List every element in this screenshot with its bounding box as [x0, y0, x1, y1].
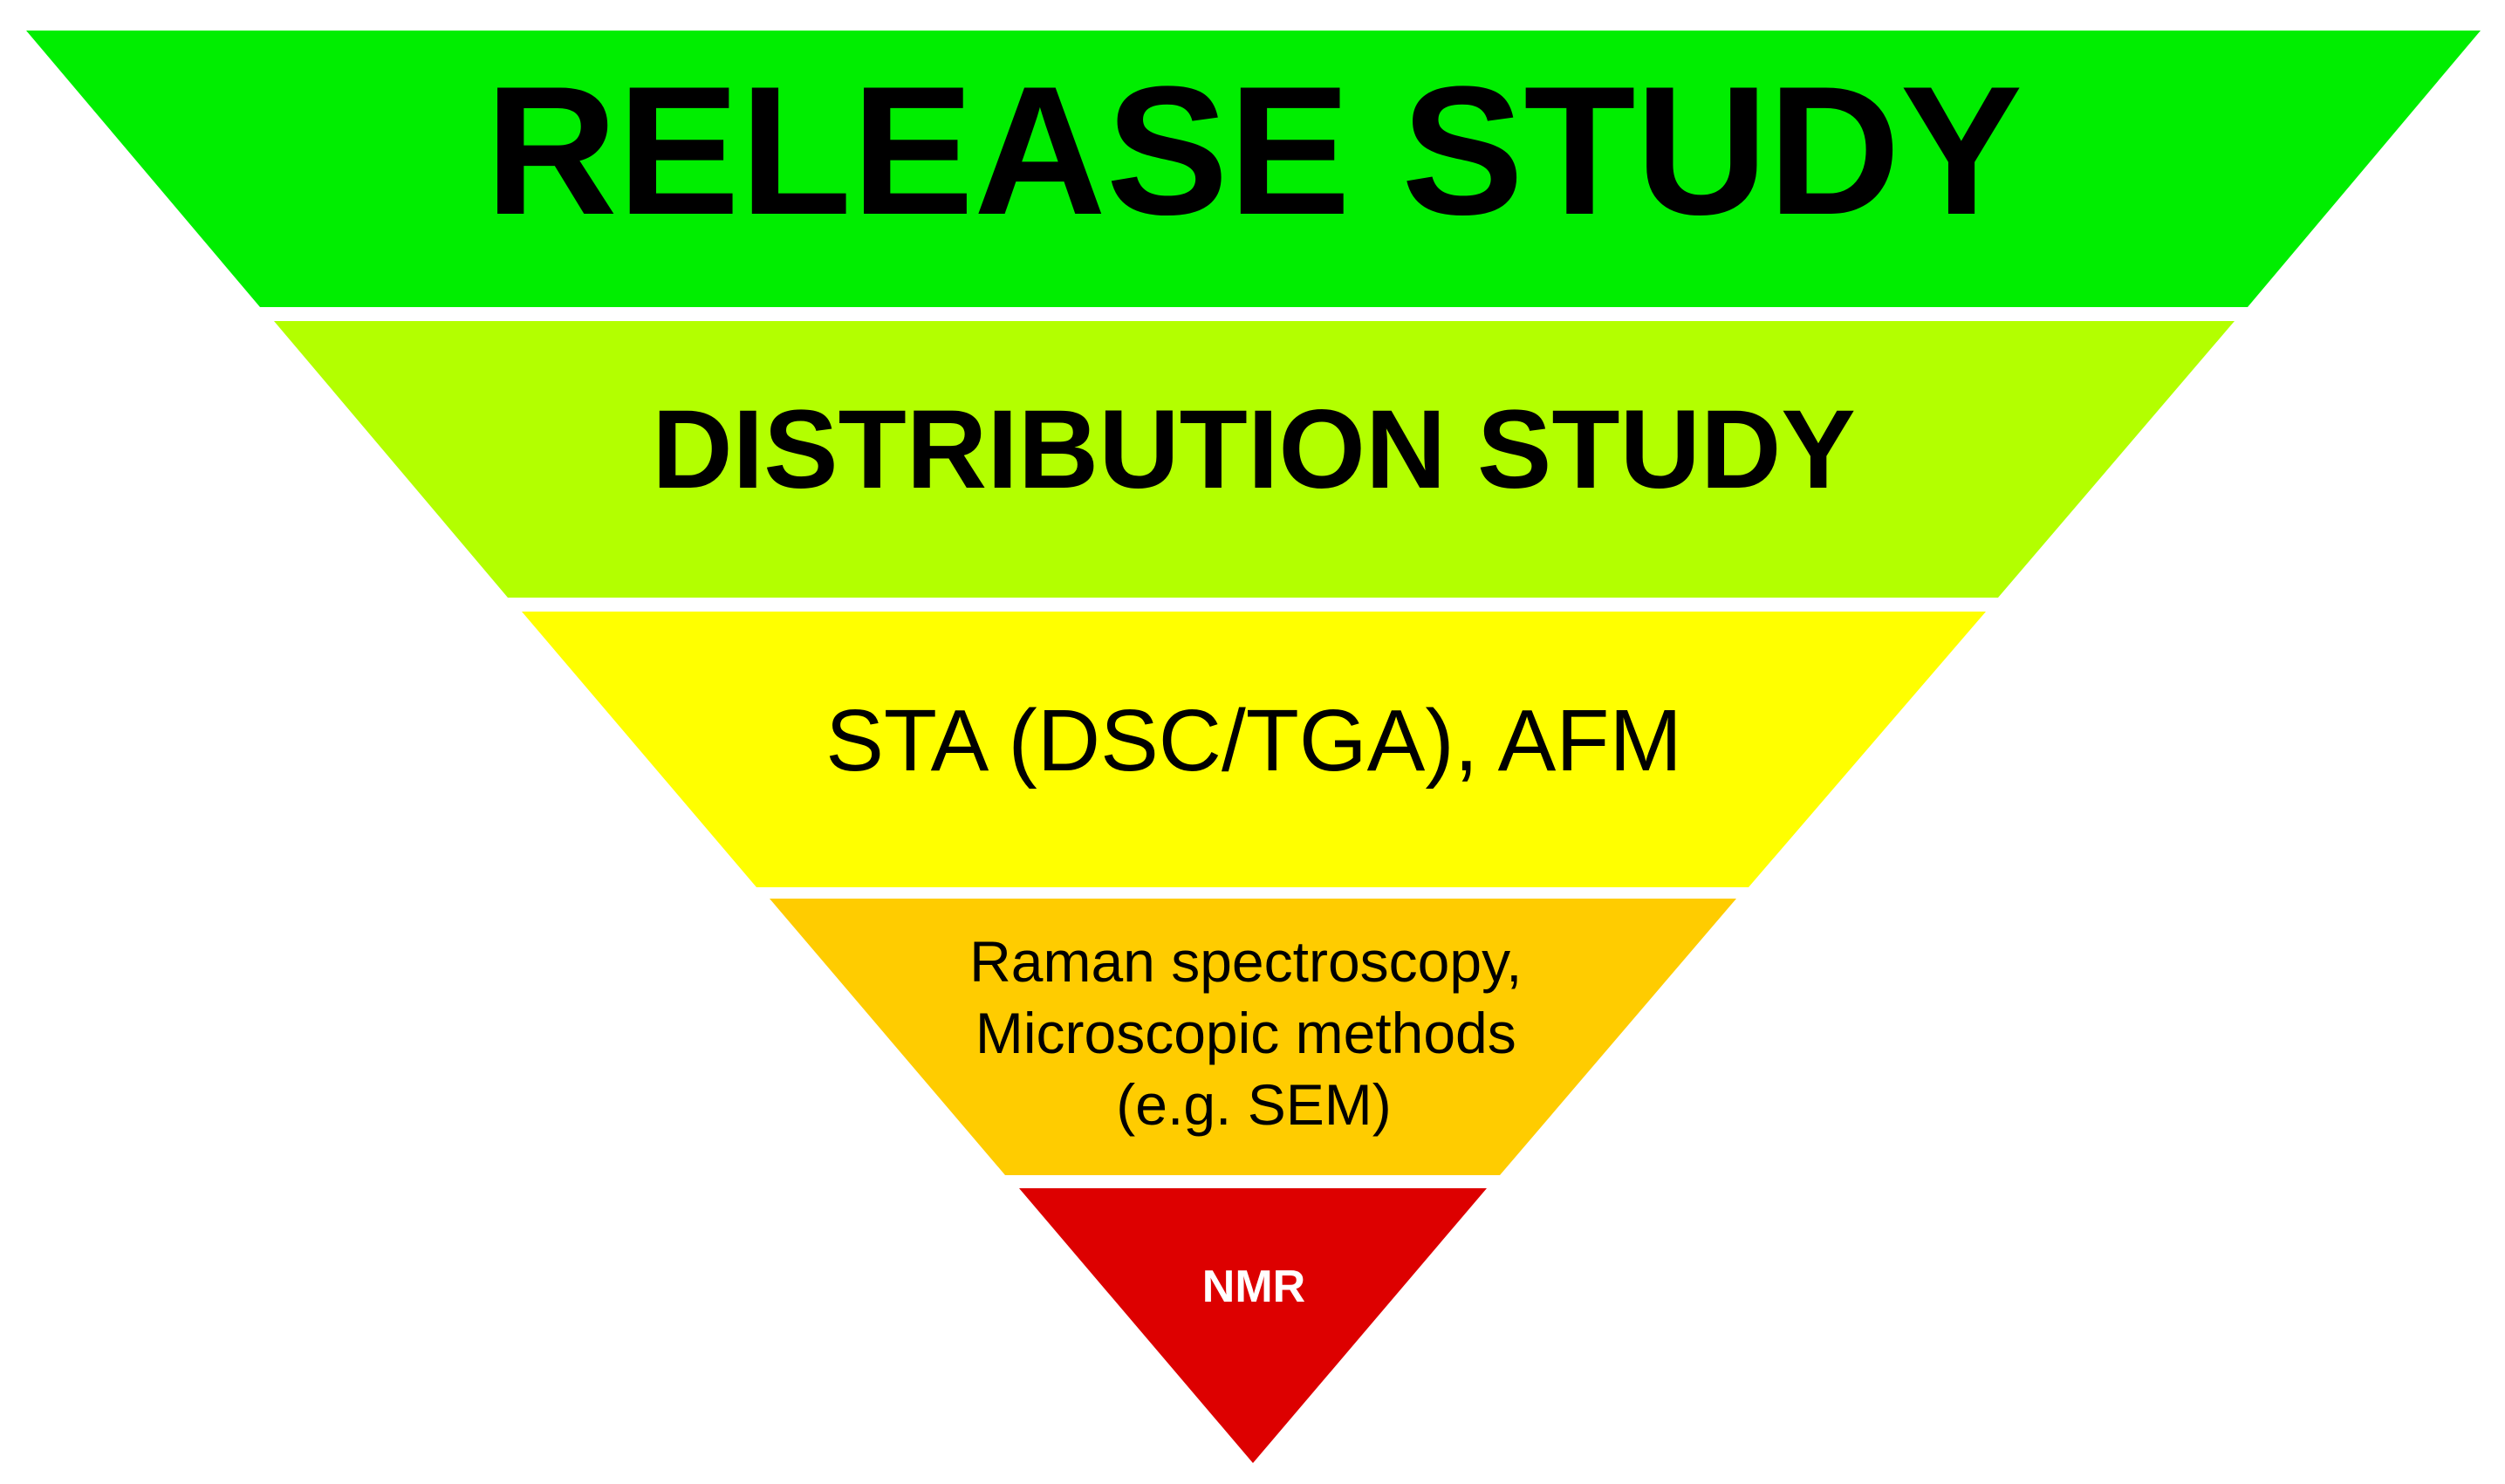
tier-release-study-label: RELEASE STUDY [485, 48, 2022, 253]
tier-nmr-label-line-1: NMR [1202, 1262, 1305, 1312]
tier-distribution-study-label-line-1: DISTRIBUTION STUDY [652, 387, 1856, 512]
tier-raman-microscopy: Raman spectroscopy, Microscopic methods … [770, 899, 1736, 1175]
tier-nmr-band [1019, 1188, 1487, 1463]
tier-sta-afm-label-line-1: STA (DSC/TGA), AFM [825, 692, 1682, 790]
tier-distribution-study-label: DISTRIBUTION STUDY [652, 387, 1856, 512]
tier-raman-microscopy-band [770, 899, 1736, 1175]
tier-distribution-study: DISTRIBUTION STUDY [274, 321, 2235, 598]
tier-nmr-label: NMR [1202, 1262, 1305, 1312]
tier-sta-afm-band [522, 612, 1986, 887]
tier-distribution-study-band [274, 321, 2235, 598]
tier-raman-microscopy-label-line-3: (e.g. SEM) [1116, 1072, 1391, 1137]
tier-raman-microscopy-label-line-2: Microscopic methods [975, 1001, 1516, 1065]
tier-raman-microscopy-label-line-1: Raman spectroscopy, [969, 929, 1522, 994]
tier-release-study-label-line-1: RELEASE STUDY [485, 48, 2022, 253]
tier-nmr: NMR [1019, 1188, 1487, 1463]
tier-sta-afm: STA (DSC/TGA), AFM [522, 612, 1986, 887]
tier-release-study-band [26, 31, 2481, 307]
tier-raman-microscopy-label: Raman spectroscopy, Microscopic methods … [969, 929, 1538, 1137]
tier-sta-afm-label: STA (DSC/TGA), AFM [825, 692, 1682, 790]
tier-release-study: RELEASE STUDY [26, 31, 2481, 307]
